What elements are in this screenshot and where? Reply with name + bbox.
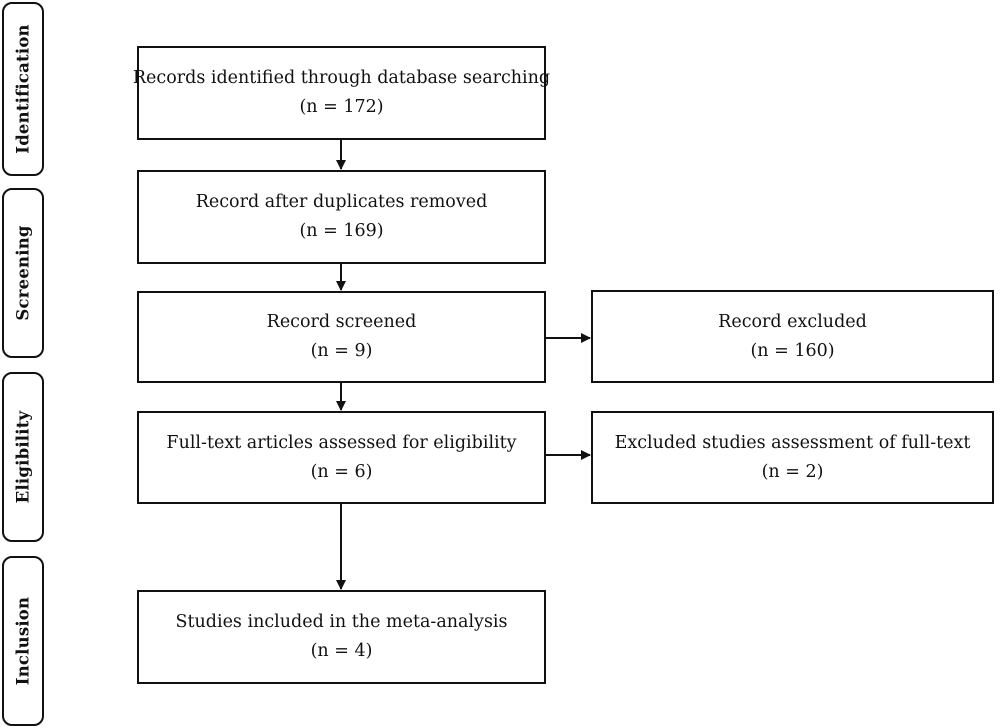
box-record-excluded-count: (n = 160) [750, 340, 835, 361]
box-studies-included: Studies included in the meta-analysis (n… [137, 590, 546, 684]
box-excluded-full-text: Excluded studies assessment of full-text… [591, 411, 994, 504]
box-after-duplicates-title: Record after duplicates removed [195, 192, 488, 213]
phase-inclusion: Inclusion [2, 556, 44, 726]
box-studies-included-title: Studies included in the meta-analysis [175, 612, 508, 633]
box-excluded-full-text-title: Excluded studies assessment of full-text [614, 432, 971, 453]
phase-identification: Identification [2, 2, 44, 176]
box-record-screened-count: (n = 9) [310, 341, 373, 361]
box-record-excluded: Record excluded (n = 160) [591, 290, 994, 383]
box-records-identified: Records identified through database sear… [133, 46, 550, 140]
box-record-excluded-title: Record excluded [718, 311, 867, 332]
box-full-text-assessed-count: (n = 6) [310, 461, 373, 482]
phase-eligibility: Eligibility [2, 372, 44, 542]
box-records-identified-count: (n = 172) [299, 97, 384, 117]
box-after-duplicates: Record after duplicates removed (n = 169… [137, 170, 546, 264]
box-after-duplicates-count: (n = 169) [299, 221, 384, 241]
box-full-text-assessed-title: Full-text articles assessed for eligibil… [166, 432, 517, 453]
phase-screening: Screening [2, 188, 44, 358]
box-record-screened-title: Record screened [266, 312, 417, 333]
box-records-identified-title: Records identified through database sear… [132, 68, 551, 89]
box-studies-included-count: (n = 4) [310, 641, 373, 661]
box-excluded-full-text-count: (n = 2) [761, 461, 824, 482]
box-record-screened: Record screened (n = 9) [137, 291, 546, 383]
box-full-text-assessed: Full-text articles assessed for eligibil… [137, 411, 546, 504]
